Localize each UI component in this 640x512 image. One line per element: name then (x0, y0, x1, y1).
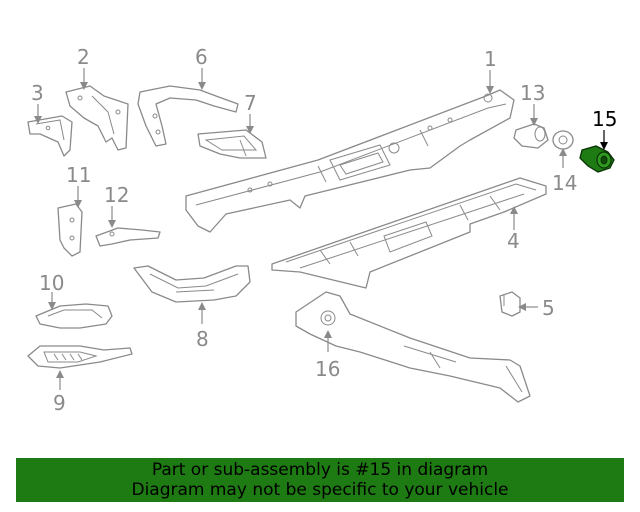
callout-8: 8 (196, 302, 209, 351)
svg-text:5: 5 (542, 296, 555, 320)
callout-11: 11 (66, 163, 91, 208)
svg-text:15: 15 (592, 107, 617, 131)
svg-text:11: 11 (66, 163, 91, 187)
callout-2: 2 (77, 45, 90, 90)
callout-10: 10 (39, 271, 64, 310)
svg-text:7: 7 (244, 91, 257, 115)
part-14-washer[interactable] (552, 130, 574, 150)
callout-14: 14 (552, 148, 577, 195)
part-2-bracket[interactable] (65, 85, 129, 151)
callout-16: 16 (315, 330, 340, 381)
callout-3: 3 (31, 81, 44, 124)
part-4-step-pad[interactable] (271, 177, 547, 289)
callout-12: 12 (104, 183, 129, 228)
callout-9: 9 (53, 370, 66, 415)
banner-line-2: Diagram may not be specific to your vehi… (131, 480, 509, 500)
part-6-bumper-end[interactable] (137, 85, 239, 147)
svg-text:8: 8 (196, 327, 209, 351)
banner-line-1: Part or sub-assembly is #15 in diagram (151, 460, 489, 480)
svg-text:9: 9 (53, 391, 66, 415)
callout-15: 15 (592, 107, 617, 150)
part-7-end-cap[interactable] (197, 129, 267, 159)
svg-text:1: 1 (484, 47, 497, 71)
callout-4: 4 (507, 206, 520, 253)
part-11-bracket[interactable] (57, 203, 83, 257)
part-13-sleeve[interactable] (513, 123, 549, 149)
callout-7: 7 (244, 91, 257, 134)
svg-text:6: 6 (195, 45, 208, 69)
part-15-highlighted[interactable] (579, 145, 615, 173)
parts-diagram: 1 2 3 4 5 6 7 8 9 10 (27, 45, 617, 415)
svg-text:12: 12 (104, 183, 129, 207)
part-1-rear-bumper[interactable] (185, 89, 515, 233)
part-5-clip[interactable] (499, 291, 521, 317)
svg-text:4: 4 (507, 229, 520, 253)
part-12-bracket[interactable] (95, 227, 161, 247)
svg-text:14: 14 (552, 171, 577, 195)
svg-text:16: 16 (315, 357, 340, 381)
part-10-pad[interactable] (35, 303, 113, 329)
callout-6: 6 (195, 45, 208, 90)
callout-5: 5 (518, 296, 555, 320)
part-8-end-trim[interactable] (133, 265, 251, 303)
info-banner: Part or sub-assembly is #15 in diagram D… (16, 458, 624, 502)
svg-text:10: 10 (39, 271, 64, 295)
svg-text:2: 2 (77, 45, 90, 69)
part-9-step[interactable] (27, 345, 133, 369)
svg-text:13: 13 (520, 81, 545, 105)
svg-text:3: 3 (31, 81, 44, 105)
part-16-reinforcement[interactable] (295, 291, 531, 403)
callout-1: 1 (484, 47, 497, 94)
part-3-bracket[interactable] (27, 115, 73, 157)
callout-13: 13 (520, 81, 545, 126)
